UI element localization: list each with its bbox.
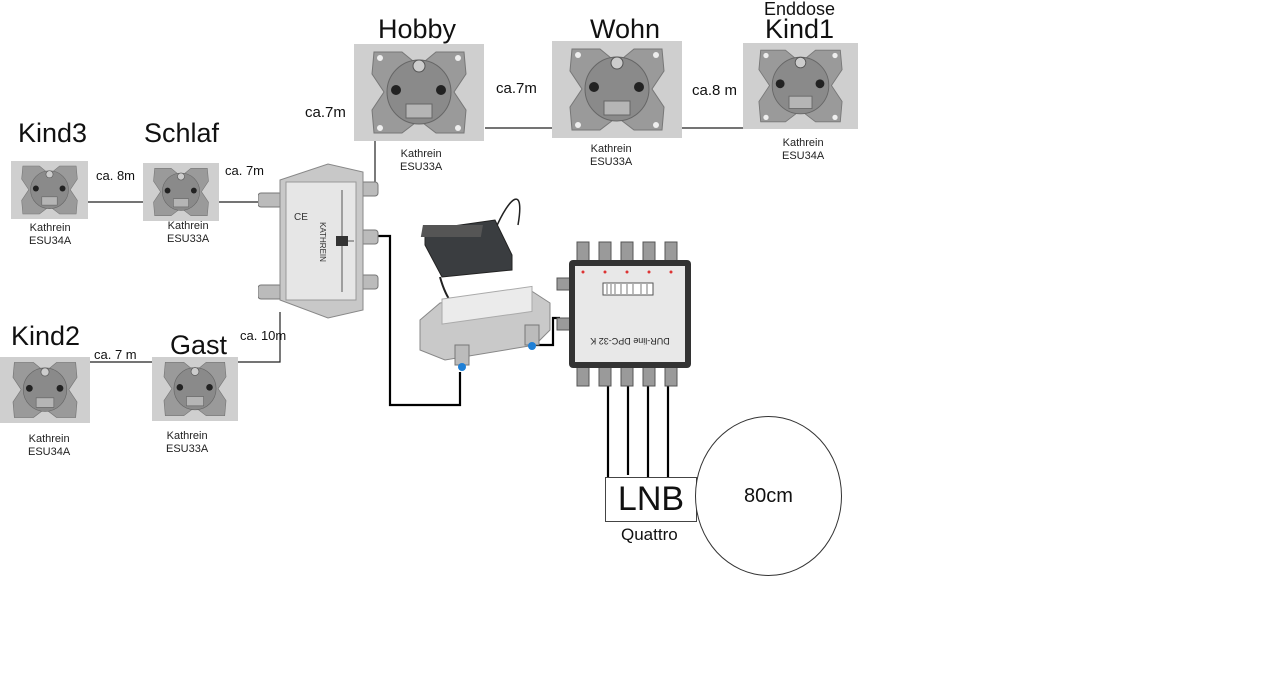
multiswitch-icon: DUR-line DPC-32 K bbox=[556, 241, 691, 387]
cable-length-gast-splitter: ca. 10m bbox=[240, 328, 287, 343]
cable-splitter-inserter bbox=[372, 234, 462, 407]
cable-length-kind2-gast: ca. 7 m bbox=[94, 347, 137, 362]
room-label-kind3: Kind3 bbox=[18, 118, 88, 148]
svg-text:KATHREIN: KATHREIN bbox=[318, 222, 327, 262]
wall-socket-hobby[interactable] bbox=[354, 44, 484, 141]
room-note-kind1: Enddose bbox=[764, 0, 836, 19]
room-label-kind1: Kind1 bbox=[765, 14, 835, 44]
splitter-icon: KATHREIN CE bbox=[257, 163, 379, 319]
wall-socket-gast[interactable] bbox=[152, 357, 238, 421]
room-label-hobby: Hobby bbox=[378, 14, 457, 44]
multiswitch-device[interactable]: DUR-line DPC-32 K bbox=[555, 238, 705, 388]
cable-length-splitter-hobby: ca.7m bbox=[305, 104, 346, 121]
satellite-dish[interactable]: 80cm bbox=[695, 416, 842, 576]
cable-length-hobby-wohn: ca.7m bbox=[496, 80, 537, 97]
antenna-socket-icon bbox=[758, 49, 843, 123]
wall-socket-kind1[interactable] bbox=[743, 43, 858, 129]
lnb-label: LNB bbox=[617, 480, 685, 518]
antenna-socket-icon bbox=[21, 165, 78, 215]
dish-size-label: 80cm bbox=[744, 484, 793, 507]
antenna-socket-icon bbox=[371, 51, 467, 134]
wall-socket-schlaf[interactable] bbox=[143, 163, 219, 221]
wall-socket-kind2[interactable] bbox=[0, 357, 90, 423]
svg-text:DUR-line DPC-32 K: DUR-line DPC-32 K bbox=[590, 336, 670, 346]
cable-gast-splitter bbox=[226, 312, 281, 363]
lnb-type-label: Quattro bbox=[621, 525, 678, 544]
lnb-box[interactable]: LNB bbox=[605, 477, 697, 522]
cable-length-schlaf-splitter: ca. 7m bbox=[225, 163, 265, 178]
cable-length-kind3-schlaf: ca. 8m bbox=[96, 168, 136, 183]
splitter-device[interactable]: KATHREIN CE bbox=[257, 160, 380, 320]
cable-length-wohn-kind1: ca.8 m bbox=[692, 82, 738, 99]
room-label-kind2: Kind2 bbox=[11, 321, 81, 351]
antenna-socket-icon bbox=[12, 362, 78, 418]
power-inserter-device[interactable] bbox=[400, 185, 560, 380]
room-label-wohn: Wohn bbox=[590, 14, 661, 44]
svg-text:CE: CE bbox=[294, 212, 308, 223]
power-supply-icon bbox=[419, 198, 551, 371]
wall-socket-wohn[interactable] bbox=[552, 41, 682, 138]
antenna-socket-icon bbox=[153, 168, 209, 216]
room-label-schlaf: Schlaf bbox=[144, 118, 220, 148]
room-label-gast: Gast bbox=[170, 330, 228, 360]
antenna-socket-icon bbox=[163, 361, 227, 417]
wall-socket-kind3[interactable] bbox=[11, 161, 88, 219]
antenna-socket-icon bbox=[569, 48, 665, 131]
